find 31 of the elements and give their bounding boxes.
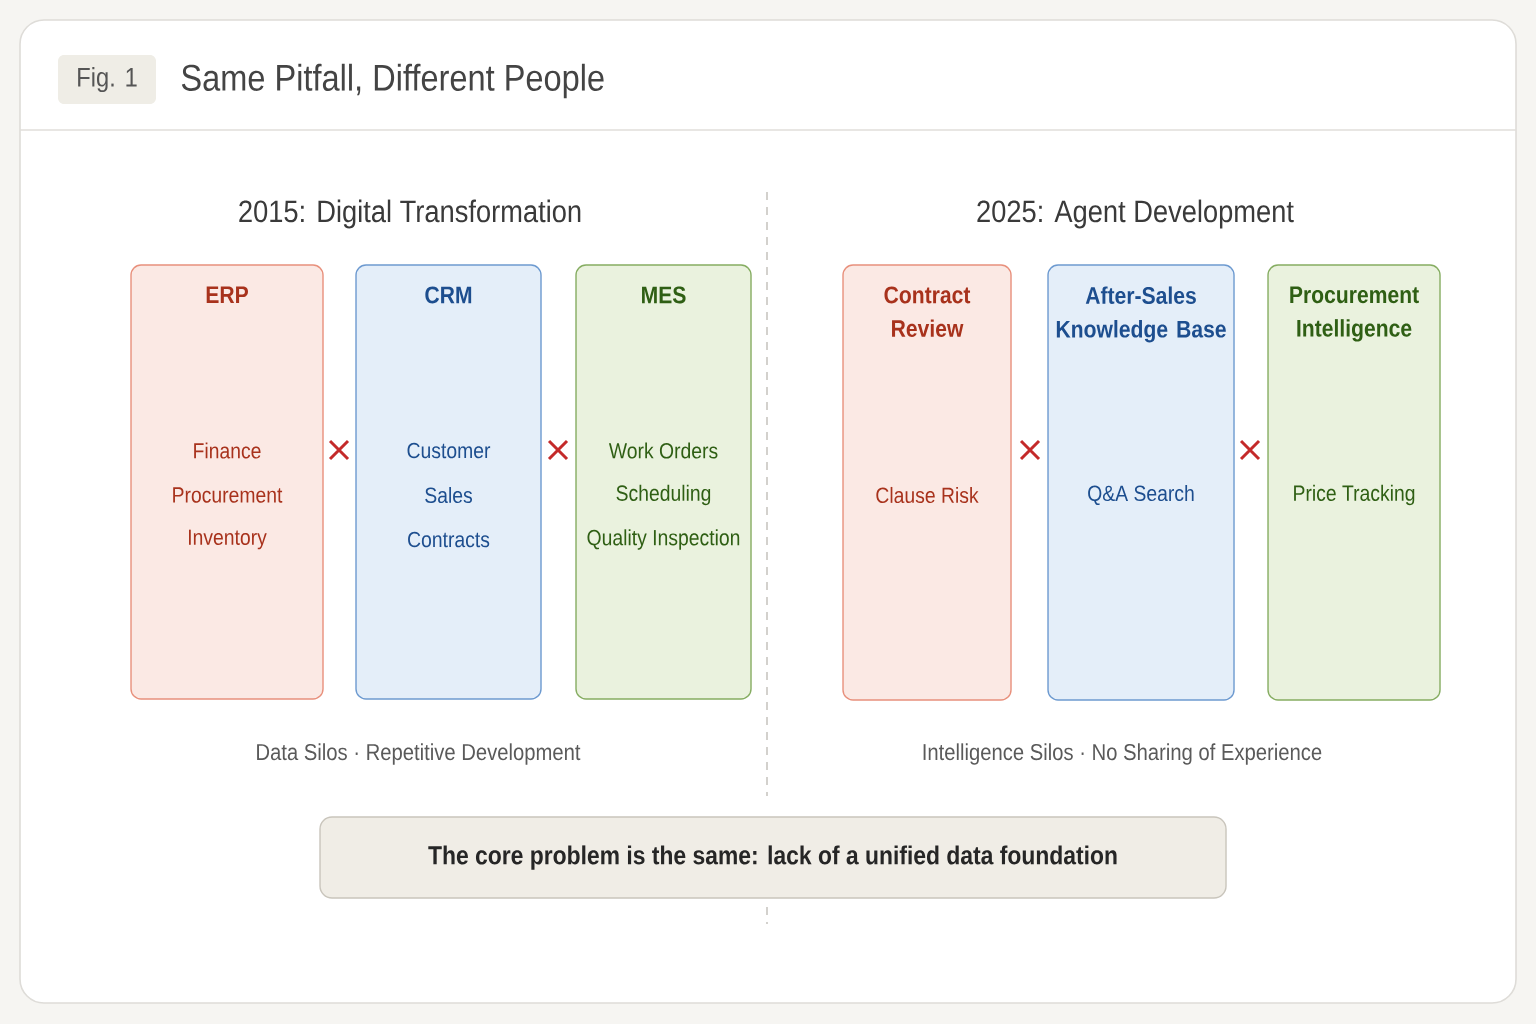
feature-label: Price Tracking [1294,484,1415,506]
feature-label: Q&A Search [1088,484,1194,506]
feature-label: Scheduling [616,484,711,506]
feature-label: Clause Risk [876,486,979,504]
figure-badge: Fig. 1 [58,55,156,104]
conclusion-box: The core problem is the same: lack of a unified data foundation [319,816,1227,899]
section-heading: 2025: Agent Development [977,199,1294,229]
system-box [130,264,324,700]
box-title: CRM [425,286,472,304]
box-title: MES [642,286,686,304]
system-box [1047,264,1235,701]
feature-label: Sales [425,486,472,504]
system-box [842,264,1012,701]
feature-label: Quality Inspection [587,529,740,550]
feature-label: Contracts [408,531,490,548]
feature-label: Finance [194,442,261,459]
section-heading: 2015: Digital Transformation [239,199,581,229]
figure-title: Same Pitfall, Different People [181,63,604,99]
feature-label: Work Orders [608,442,718,459]
summary-note: Data Silos · Repetitive Development [257,743,581,765]
box-title: Procurement Intelligence [1290,286,1419,342]
feature-label: Inventory [189,529,267,550]
summary-note: Intelligence Silos · No Sharing of Experience [923,743,1322,765]
feature-label: Customer [407,442,491,459]
box-title: Contract Review [884,286,971,337]
system-box [355,264,542,700]
box-title: After-Sales Knowledge Base [1056,286,1226,343]
box-title: ERP [206,286,248,303]
feature-label: Procurement [173,487,283,503]
system-box [575,264,752,700]
system-box [1267,264,1441,701]
